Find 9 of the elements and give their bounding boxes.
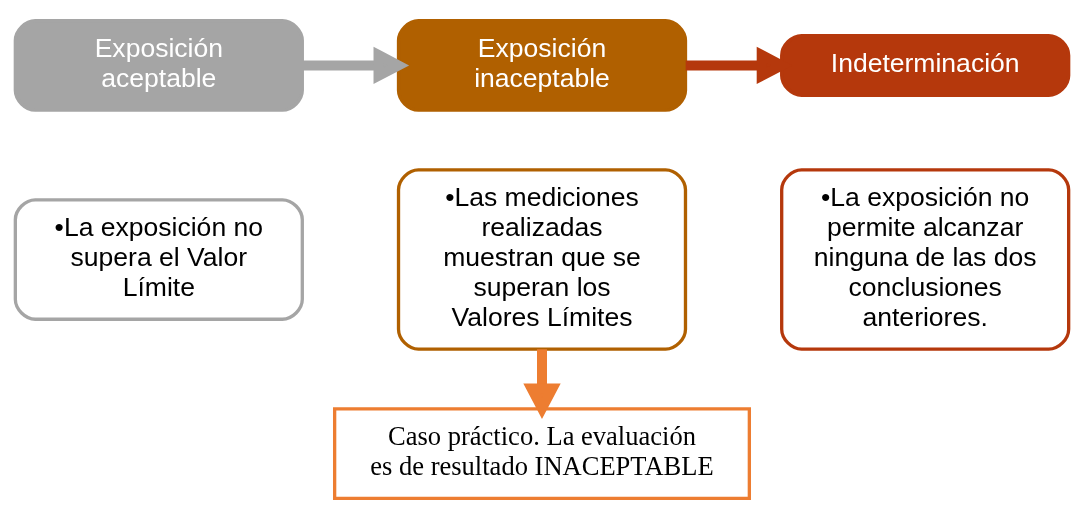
arrow [302, 46, 410, 85]
arrow [523, 349, 561, 419]
node-box: Exposición aceptable [13, 19, 304, 112]
node-box: •Las mediciones realizadas muestran que se superan los Valores Límites [396, 168, 688, 351]
node-box: •La exposición no permite alcanzar ninguna de las dos conclusiones anteriores. [780, 168, 1071, 351]
node-box: Exposición inaceptable [396, 19, 688, 112]
node-box: Indeterminación [780, 33, 1071, 97]
node-box: •La exposición no supera el Valor Límite [13, 198, 304, 321]
node-box: Caso práctico. La evaluación es de resultado INACEPTABLE [333, 407, 751, 501]
